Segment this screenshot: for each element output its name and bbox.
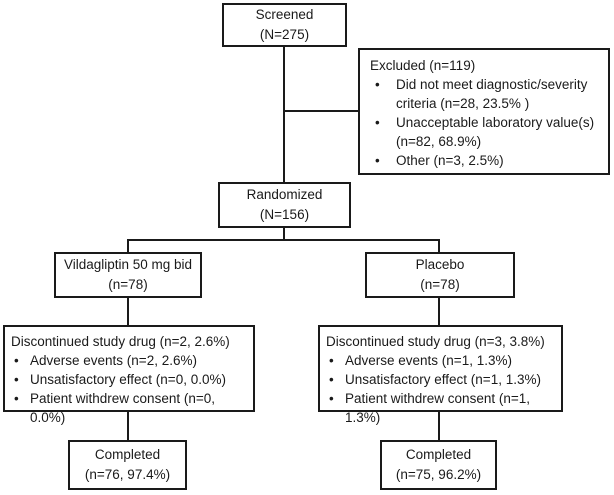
discontinued-reason-text: Adverse events (n=1, 1.3%) bbox=[345, 353, 512, 368]
completed-vildagliptin-box: Completed (n=76, 97.4%) bbox=[68, 440, 187, 490]
excluded-box: Excluded (n=119) • Did not meet diagnost… bbox=[358, 48, 610, 175]
vildagliptin-arm-count: (n=78) bbox=[108, 277, 148, 292]
excluded-title: Excluded (n=119) bbox=[370, 58, 476, 73]
placebo-arm-count: (n=78) bbox=[420, 277, 460, 292]
screened-count: (N=275) bbox=[259, 27, 310, 42]
discontinued-vildagliptin-box: Discontinued study drug (n=2, 2.6%) • Ad… bbox=[3, 325, 255, 425]
randomized-box: Randomized (N=156) bbox=[218, 182, 351, 228]
discontinued-reason-item: • Patient withdrew consent (n=1, 1.3%) bbox=[326, 389, 557, 427]
discontinued-vildagliptin-list: • Adverse events (n=2, 2.6%) • Unsatisfa… bbox=[11, 351, 249, 427]
connector-screened-to-randomized bbox=[283, 47, 285, 182]
randomized-label: Randomized bbox=[246, 187, 323, 202]
bullet-dot-icon: • bbox=[14, 372, 19, 387]
bullet-dot-icon: • bbox=[329, 372, 334, 387]
bullet-dot-icon: • bbox=[329, 353, 334, 368]
completed-placebo-count: (n=75, 96.2%) bbox=[395, 467, 482, 482]
discontinued-reason-item: • Adverse events (n=1, 1.3%) bbox=[326, 351, 557, 370]
connector-discontinued-to-completed-left bbox=[127, 412, 129, 440]
excluded-reason-item: • Other (n=3, 2.5%) bbox=[370, 151, 602, 170]
discontinued-reason-item: • Unsatisfactory effect (n=1, 1.3%) bbox=[326, 370, 557, 389]
discontinued-placebo-title: Discontinued study drug (n=3, 3.8%) bbox=[326, 334, 545, 349]
placebo-arm-box: Placebo (n=78) bbox=[365, 252, 515, 298]
completed-vildagliptin-label: Completed bbox=[94, 447, 161, 462]
completed-placebo-box: Completed (n=75, 96.2%) bbox=[380, 440, 497, 490]
screened-label: Screened bbox=[255, 7, 314, 22]
excluded-reason-text: Unacceptable laboratory value(s) (n=82, … bbox=[396, 115, 595, 149]
bullet-dot-icon: • bbox=[14, 391, 19, 406]
connector-vildagliptin-to-discontinued bbox=[127, 298, 129, 325]
bullet-dot-icon: • bbox=[329, 391, 334, 406]
connector-excluded-branch bbox=[284, 110, 358, 112]
connector-randomized-stub bbox=[283, 228, 285, 241]
completed-vildagliptin-count: (n=76, 97.4%) bbox=[84, 467, 171, 482]
bullet-dot-icon: • bbox=[14, 353, 19, 368]
discontinued-reason-text: Patient withdrew consent (n=0, 0.0%) bbox=[30, 391, 215, 425]
vildagliptin-arm-box: Vildagliptin 50 mg bid (n=78) bbox=[54, 252, 202, 298]
connector-discontinued-to-completed-right bbox=[438, 412, 440, 440]
bullet-dot-icon: • bbox=[375, 153, 380, 168]
discontinued-reason-text: Patient withdrew consent (n=1, 1.3%) bbox=[345, 391, 530, 425]
excluded-reason-item: • Did not meet diagnostic/severity crite… bbox=[370, 75, 602, 113]
discontinued-reason-item: • Patient withdrew consent (n=0, 0.0%) bbox=[11, 389, 249, 427]
discontinued-reason-text: Unsatisfactory effect (n=1, 1.3%) bbox=[345, 372, 541, 387]
connector-split-to-vildagliptin bbox=[127, 239, 129, 252]
connector-arm-split bbox=[127, 239, 440, 241]
excluded-reason-text: Did not meet diagnostic/severity criteri… bbox=[396, 77, 588, 111]
bullet-dot-icon: • bbox=[375, 77, 380, 92]
excluded-reason-list: • Did not meet diagnostic/severity crite… bbox=[370, 75, 602, 170]
discontinued-reason-text: Unsatisfactory effect (n=0, 0.0%) bbox=[30, 372, 226, 387]
bullet-dot-icon: • bbox=[375, 115, 380, 130]
completed-placebo-label: Completed bbox=[405, 447, 472, 462]
screened-box: Screened (N=275) bbox=[222, 3, 347, 47]
excluded-reason-text: Other (n=3, 2.5%) bbox=[396, 153, 504, 168]
connector-split-to-placebo bbox=[438, 239, 440, 252]
randomized-count: (N=156) bbox=[259, 207, 310, 222]
excluded-reason-item: • Unacceptable laboratory value(s) (n=82… bbox=[370, 113, 602, 151]
vildagliptin-arm-label: Vildagliptin 50 mg bid bbox=[63, 257, 193, 272]
placebo-arm-label: Placebo bbox=[415, 257, 465, 272]
discontinued-placebo-list: • Adverse events (n=1, 1.3%) • Unsatisfa… bbox=[326, 351, 557, 427]
discontinued-placebo-box: Discontinued study drug (n=3, 3.8%) • Ad… bbox=[318, 325, 563, 425]
connector-placebo-to-discontinued bbox=[438, 298, 440, 325]
discontinued-reason-item: • Unsatisfactory effect (n=0, 0.0%) bbox=[11, 370, 249, 389]
discontinued-reason-item: • Adverse events (n=2, 2.6%) bbox=[11, 351, 249, 370]
discontinued-vildagliptin-title: Discontinued study drug (n=2, 2.6%) bbox=[11, 334, 230, 349]
discontinued-reason-text: Adverse events (n=2, 2.6%) bbox=[30, 353, 197, 368]
